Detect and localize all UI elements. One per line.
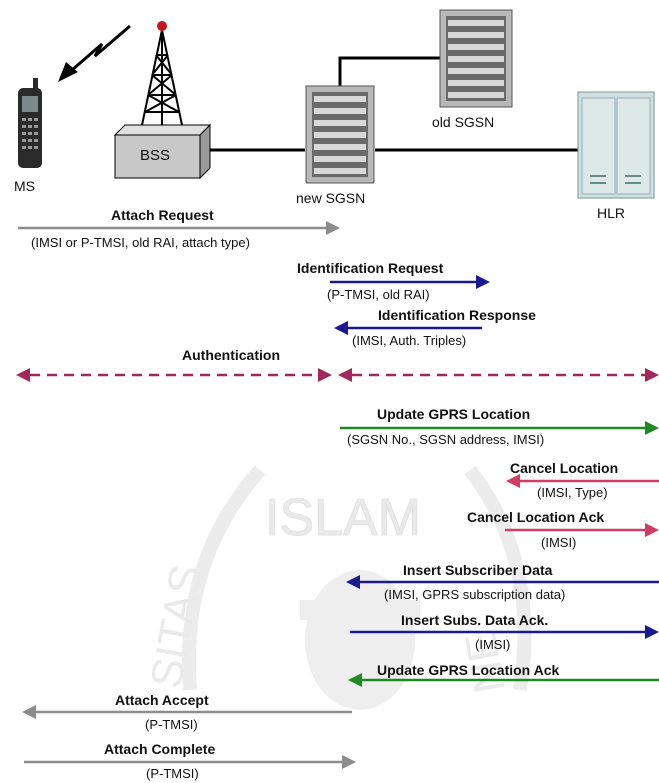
arrow-insert-subs-data-ack xyxy=(350,625,659,639)
old-sgsn-label: old SGSN xyxy=(432,114,495,130)
identification-request-params: (P-TMSI, old RAI) xyxy=(327,287,430,302)
arrow-identification-response xyxy=(334,321,482,335)
arrow-cancel-location-ack xyxy=(505,523,659,537)
update-gprs-location-ack-title: Update GPRS Location Ack xyxy=(377,662,560,678)
attach-complete-title: Attach Complete xyxy=(104,741,216,757)
ms-label: MS xyxy=(14,178,35,194)
cancel-location-ack-params: (IMSI) xyxy=(541,535,577,550)
attach-request-title: Attach Request xyxy=(111,207,214,223)
attach-complete-params: (P-TMSI) xyxy=(146,766,199,781)
arrow-update-gprs-location-ack xyxy=(348,673,659,687)
tower-beacon-icon xyxy=(157,21,167,31)
insert-subs-data-ack-title: Insert Subs. Data Ack. xyxy=(401,612,549,628)
old-sgsn-rack-icon xyxy=(439,9,513,108)
update-gprs-location-params: (SGSN No., SGSN address, IMSI) xyxy=(347,432,545,447)
new-sgsn-label: new SGSN xyxy=(296,190,366,206)
authentication-title: Authentication xyxy=(182,347,280,363)
arrow-attach-accept xyxy=(22,705,352,719)
bss-label: BSS xyxy=(140,147,171,164)
cancel-location-params: (IMSI, Type) xyxy=(537,485,608,500)
bss-box xyxy=(113,123,212,180)
insert-subscriber-data-title: Insert Subscriber Data xyxy=(403,562,553,578)
hlr-cabinet-icon xyxy=(577,91,655,199)
identification-response-params: (IMSI, Auth. Triples) xyxy=(352,333,467,348)
insert-subs-data-ack-params: (IMSI) xyxy=(475,637,511,652)
arrow-attach-complete xyxy=(24,755,356,769)
network-topology xyxy=(18,9,655,199)
arrow-update-gprs-location xyxy=(340,421,659,435)
attach-accept-title: Attach Accept xyxy=(115,692,209,708)
cancel-location-title: Cancel Location xyxy=(510,460,619,476)
identification-response-title: Identification Response xyxy=(378,307,536,323)
radio-signal-arrowhead-icon xyxy=(58,62,78,82)
attach-request-params: (IMSI or P-TMSI, old RAI, attach type) xyxy=(31,235,250,250)
arrow-authentication xyxy=(16,368,659,382)
antenna-tower-icon xyxy=(141,29,183,126)
update-gprs-location-title: Update GPRS Location xyxy=(377,406,531,422)
radio-signal-icon xyxy=(71,24,131,72)
insert-subscriber-data-params: (IMSI, GPRS subscription data) xyxy=(384,587,566,602)
arrow-identification-request xyxy=(330,275,490,289)
mobile-phone-icon xyxy=(18,78,42,168)
attach-accept-params: (P-TMSI) xyxy=(145,717,198,732)
arrow-insert-subscriber-data xyxy=(346,575,659,589)
hlr-label: HLR xyxy=(597,205,626,221)
sgsn-old-sgsn-link xyxy=(338,56,445,88)
arrow-cancel-location xyxy=(506,474,659,488)
new-sgsn-rack-icon xyxy=(305,85,375,184)
arrow-attach-request xyxy=(18,221,340,235)
cancel-location-ack-title: Cancel Location Ack xyxy=(467,509,605,525)
identification-request-title: Identification Request xyxy=(297,260,444,276)
